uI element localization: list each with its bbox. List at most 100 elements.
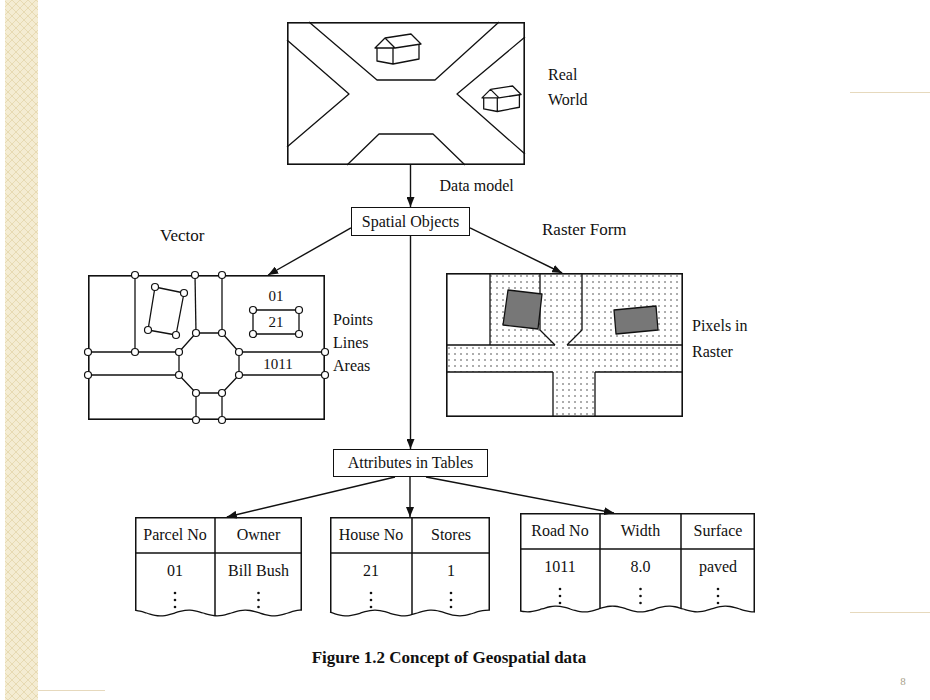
process-box: Spatial Objects [351,207,470,236]
empty-block [595,372,683,417]
vertex-node [193,390,200,397]
vertex-node [132,349,139,356]
parcel-number: 01 [269,289,284,304]
torn-edge [330,610,490,616]
table-rule [680,513,682,608]
box-label: Attributes in Tables [348,453,474,472]
vertex-node [181,290,188,297]
continuation-dot [174,592,177,595]
margin-strip [5,0,38,700]
cell-text: Road No [520,521,600,540]
cell-text: Parcel No [135,525,215,544]
road-line [239,374,325,375]
table-rule [330,517,332,612]
edge-label: Data model [438,176,516,195]
road-line [88,374,179,375]
continuation-dot [257,599,260,602]
vertex-node [85,349,92,356]
cell-text: 01 [135,561,215,580]
continuation-dot [639,602,642,605]
vertex-node [250,331,257,338]
cell-text: Owner [215,525,302,544]
connector-arrow [410,236,411,449]
figure-caption: Figure 1.2 Concept of Geospatial data [249,648,649,668]
table-rule [599,513,601,608]
panel-frame [288,23,524,164]
table-cell: Bill Bush [215,561,302,580]
table-cell: 1 [412,561,490,580]
text-holder: Data model [438,176,516,195]
vertex-node [322,349,329,356]
vertex-node [219,272,226,279]
block-outline [287,40,349,147]
table-rule [135,552,302,554]
process-box: Attributes in Tables [333,449,488,477]
vertex-node [219,330,226,337]
connector-arrow [409,477,410,517]
vertex-node [176,349,183,356]
vertex-node [145,327,152,334]
block-outline [309,22,499,80]
building-pixels [503,290,542,329]
text-holder: 8 [900,676,906,687]
cell-text: Width [600,521,681,540]
table-rule [411,517,413,615]
vertex-node [322,372,329,379]
vertex-node [152,284,159,291]
continuation-dot [639,595,642,598]
rule-line [38,690,105,691]
table-cell: House No [330,525,412,544]
connector-arrow [268,228,351,275]
table-cell: Parcel No [135,525,215,544]
vertex-node [296,307,303,314]
boundary-line [595,371,683,372]
vector-panel: VectorPoints Lines Areas [88,275,325,420]
attribute-table: Parcel NoOwner01Bill Bush [135,517,302,619]
boundary-line [446,344,555,345]
attribute-table: Road NoWidthSurface10118.0paved [520,513,755,615]
table-cell: Surface [681,521,755,540]
table-rule [135,517,137,610]
vertex-node [296,331,303,338]
continuation-dot [717,595,720,598]
continuation-dot [450,592,453,595]
table-rule [330,517,490,519]
text-holder: Vector [160,226,204,246]
torn-edge [520,606,755,612]
boundary-line [567,273,582,345]
cell-text: paved [681,557,755,576]
continuation-dot [370,599,373,602]
panel-heading: Raster Form [542,220,627,240]
text-holder: Points Lines Areas [333,308,373,377]
road-line [134,275,135,352]
text-holder: Figure 1.2 Concept of Geospatial data [249,648,649,668]
text-holder: 21 [269,315,284,330]
feature-types: Points Lines Areas [333,308,373,377]
attribute-table: House NoStores211 [330,517,490,619]
text-holder: 1011 [263,356,292,371]
table-cell: Width [600,521,681,540]
table-cell: Road No [520,521,600,540]
continuation-dot [639,588,642,591]
continuation-dot [257,606,260,609]
torn-edge [135,610,302,616]
continuation-dot [450,599,453,602]
house-icon [375,34,421,64]
connector-arrow [426,477,614,513]
panel-frame [447,274,682,416]
continuation-dot [717,602,720,605]
cell-text: 8.0 [600,557,681,576]
boundary-line [540,273,555,345]
continuation-dot [370,606,373,609]
panel-note: Pixels in Raster [692,313,772,365]
continuation-dot [174,599,177,602]
vertex-node [236,372,243,379]
cell-text: Bill Bush [215,561,302,580]
house-number: 21 [269,315,284,330]
table-cell: Stores [412,525,490,544]
vertex-node [132,272,139,279]
table-rule [520,513,755,515]
panel-heading: Vector [160,226,204,246]
